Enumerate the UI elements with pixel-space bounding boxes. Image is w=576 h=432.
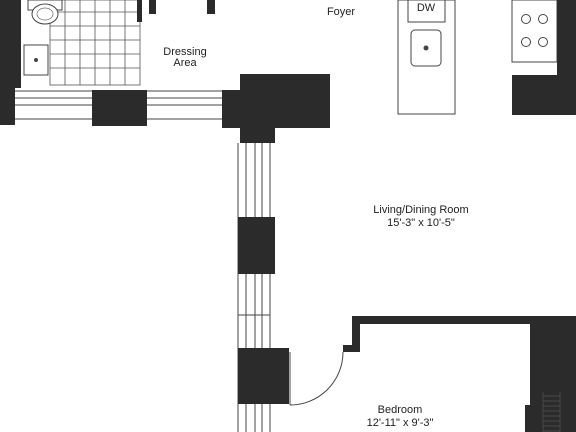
window-pier-1	[92, 90, 147, 126]
door-jamb-right	[207, 0, 215, 14]
foyer-label: Foyer	[327, 6, 355, 18]
bathroom-sink-icon	[23, 44, 49, 76]
north-window-wall	[15, 90, 222, 126]
east-wall-top	[557, 0, 576, 75]
bedroom-partition	[343, 316, 576, 432]
living-room-label: Living/Dining Room	[373, 204, 468, 216]
dressing-label-line2: Area	[173, 57, 197, 69]
bathroom-right-wall	[137, 0, 142, 22]
central-column	[222, 74, 330, 143]
bedroom-door	[289, 351, 344, 406]
window-pier-3	[238, 348, 289, 404]
stove-icon	[511, 0, 558, 63]
toilet-icon	[27, 0, 63, 25]
closet-shelving	[542, 392, 561, 432]
bathroom-tile-floor	[49, 0, 141, 86]
bathroom	[0, 0, 215, 125]
west-window-wall	[237, 143, 289, 432]
east-wall-block	[512, 75, 576, 115]
kitchen-sink-icon	[410, 29, 442, 67]
bathroom-inner-wall	[15, 0, 21, 88]
door-jamb-left	[149, 0, 156, 14]
dishwasher-label: DW	[417, 2, 436, 14]
bedroom-label: Bedroom	[378, 404, 423, 416]
dressing-label-line1: Dressing	[163, 46, 206, 58]
bedroom-dimensions: 12'-11" x 9'-3"	[367, 417, 434, 429]
bathroom-left-wall	[0, 0, 15, 125]
window-pier-2	[238, 217, 275, 274]
kitchen-counter: DW	[397, 0, 456, 115]
dishwasher	[407, 0, 446, 23]
living-room-dimensions: 15'-3" x 10'-5"	[387, 217, 455, 229]
